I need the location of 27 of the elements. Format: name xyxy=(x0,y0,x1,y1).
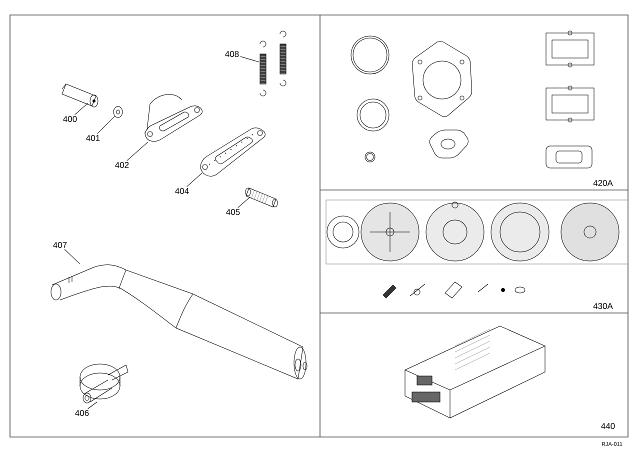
spring-drawing xyxy=(260,40,266,96)
callout-number: 407 xyxy=(53,242,67,248)
leader-line xyxy=(74,102,88,115)
gasket-drawing xyxy=(200,128,266,176)
leader-line xyxy=(97,116,116,134)
panel-number: 430A xyxy=(593,303,613,309)
leader-line xyxy=(88,402,98,409)
coupling-drawing xyxy=(80,364,128,404)
panel-number: 440 xyxy=(601,423,615,429)
flange-drawing xyxy=(144,94,202,142)
exhaust-drawing xyxy=(50,264,308,380)
callout-number: 401 xyxy=(86,135,100,141)
leader-line xyxy=(240,56,260,62)
leader-line xyxy=(186,172,202,187)
roller-drawing xyxy=(62,84,98,108)
stud-drawing xyxy=(245,188,278,208)
washer-drawing xyxy=(113,106,123,118)
callout-number: 405 xyxy=(226,209,240,215)
panel-number: 420A xyxy=(593,180,613,186)
callout-number: 404 xyxy=(175,188,189,194)
leader-line xyxy=(64,249,80,264)
callout-number: 408 xyxy=(225,51,239,57)
leader-line xyxy=(126,142,148,161)
callout-number: 402 xyxy=(115,162,129,168)
leader-line xyxy=(238,196,250,208)
callout-number: 406 xyxy=(75,410,89,416)
callout-number: 400 xyxy=(63,116,77,122)
